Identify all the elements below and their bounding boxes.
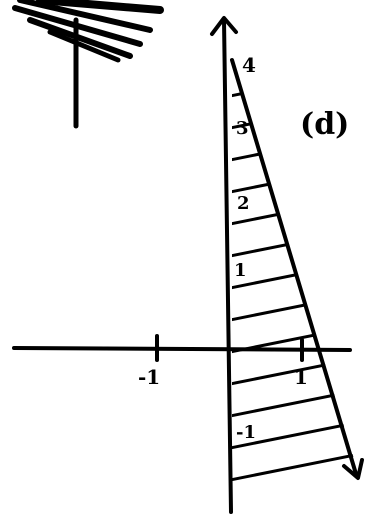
x-axis bbox=[12, 346, 352, 352]
boundary-line bbox=[230, 58, 358, 476]
y-tick-label-1: 1 bbox=[234, 260, 247, 281]
x-tick-label-1: 1 bbox=[294, 365, 308, 389]
y-tick-label-2: 2 bbox=[237, 193, 250, 214]
y-tick-label-4: 4 bbox=[242, 53, 256, 77]
boundary-arrow bbox=[342, 458, 364, 480]
part-label: (d) bbox=[300, 107, 349, 142]
y-tick-label-minus1: -1 bbox=[236, 422, 256, 443]
shaded-region bbox=[232, 76, 358, 502]
y-axis-arrow bbox=[210, 16, 238, 36]
previous-figure-fragment bbox=[12, 0, 164, 129]
y-axis bbox=[222, 18, 233, 514]
x-tick-label-minus1: -1 bbox=[138, 365, 160, 389]
y-tick-label-3: 3 bbox=[236, 118, 249, 139]
